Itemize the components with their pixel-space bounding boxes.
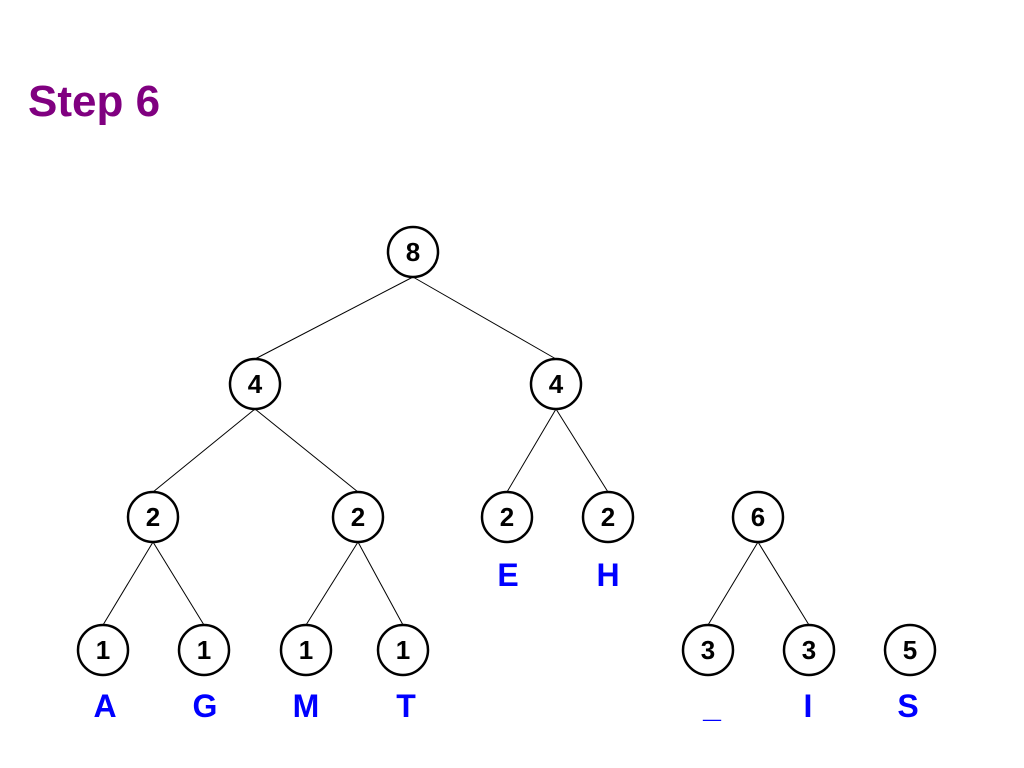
node-circle (228, 357, 282, 411)
node-circle (331, 490, 385, 544)
tree-edge (254, 408, 359, 493)
tree-edge (555, 408, 609, 493)
node-weight: 2 (500, 502, 514, 532)
internal-node-ag: 2 (126, 490, 180, 544)
leaf-node-a: 1 A (76, 623, 130, 724)
tree-edge (357, 541, 404, 626)
node-circle (581, 490, 635, 544)
node-circle (76, 623, 130, 677)
leaf-node-underscore: 3 _ (681, 623, 735, 724)
tree-edge (152, 408, 256, 493)
node-circle (177, 623, 231, 677)
leaf-symbol-label: H (596, 557, 619, 593)
subtree-root-node: 6 (731, 490, 785, 544)
node-weight: 5 (903, 635, 917, 665)
node-weight: 6 (751, 502, 765, 532)
leaf-node-s: 5 S (883, 623, 937, 724)
internal-node-left: 4 (228, 357, 282, 411)
leaf-node-e: 2 E (480, 490, 534, 593)
leaf-node-h: 2 H (581, 490, 635, 593)
node-circle (480, 490, 534, 544)
leaf-symbol-label: G (193, 688, 218, 724)
leaf-symbol-label: _ (702, 688, 722, 724)
tree-edge (506, 408, 557, 493)
tree-edge (254, 276, 414, 360)
node-circle (386, 225, 440, 279)
tree-edge (707, 541, 759, 626)
node-weight: 2 (601, 502, 615, 532)
internal-node-mt: 2 (331, 490, 385, 544)
node-weight: 1 (396, 635, 410, 665)
node-circle (883, 623, 937, 677)
node-weight: 1 (299, 635, 313, 665)
tree-edge (305, 541, 359, 626)
root-node: 8 (386, 225, 440, 279)
node-circle (529, 357, 583, 411)
node-weight: 4 (549, 369, 564, 399)
node-circle (731, 490, 785, 544)
node-circle (279, 623, 333, 677)
node-weight: 8 (406, 237, 420, 267)
node-weight: 3 (701, 635, 715, 665)
node-weight: 1 (96, 635, 110, 665)
leaf-symbol-label: M (293, 688, 320, 724)
leaf-symbol-label: A (93, 688, 116, 724)
leaf-symbol-label: T (396, 688, 416, 724)
tree-edge (412, 276, 557, 360)
leaf-symbol-label: S (897, 688, 918, 724)
node-weight: 1 (197, 635, 211, 665)
node-circle (681, 623, 735, 677)
leaf-node-t: 1 T (376, 623, 430, 724)
node-circle (376, 623, 430, 677)
leaf-node-m: 1 M (279, 623, 333, 724)
node-weight: 4 (248, 369, 263, 399)
node-circle (782, 623, 836, 677)
internal-node-right: 4 (529, 357, 583, 411)
node-weight: 2 (146, 502, 160, 532)
node-circle (126, 490, 180, 544)
tree-edge (152, 541, 205, 626)
leaf-node-i: 3 I (782, 623, 836, 724)
tree-edge (757, 541, 810, 626)
leaf-symbol-label: E (497, 557, 518, 593)
tree-edge (102, 541, 154, 626)
slide-title: Step 6 (28, 77, 160, 126)
node-weight: 2 (351, 502, 365, 532)
node-weight: 3 (802, 635, 816, 665)
tree-edges (102, 276, 810, 626)
leaf-symbol-label: I (804, 688, 813, 724)
leaf-node-g: 1 G (177, 623, 231, 724)
